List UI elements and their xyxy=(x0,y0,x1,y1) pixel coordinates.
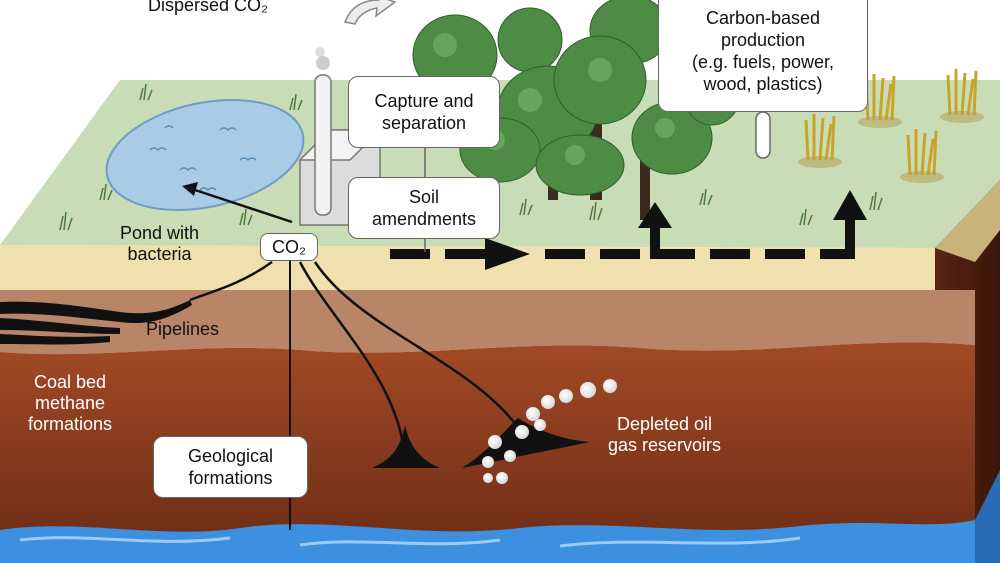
coal-bed-label: Coal bed methane formations xyxy=(28,372,113,434)
pond-label: Pond with bacteria xyxy=(120,223,200,264)
pipeline-line xyxy=(189,260,273,302)
pond-arrow-head xyxy=(182,182,198,196)
depleted-reservoirs-label: Depleted oil gas reservoirs xyxy=(608,414,722,455)
carbon-production-label: Carbon-based production (e.g. fuels, pow… xyxy=(691,8,835,94)
injection-head-1 xyxy=(372,425,440,468)
clay-layer xyxy=(0,290,975,355)
injection-line-2 xyxy=(313,261,522,431)
grass-tufts xyxy=(59,83,883,231)
soil-amendments-label: Soil amendments xyxy=(371,187,477,229)
geological-label: Geological formations xyxy=(187,446,274,488)
dispersed-arrow xyxy=(344,0,397,25)
groundwater-highlight xyxy=(19,536,801,548)
reed-bases xyxy=(798,111,984,183)
capture-separation-callout: Capture and separation xyxy=(348,76,500,148)
carbon-production-callout: Carbon-based production (e.g. fuels, pow… xyxy=(658,0,868,112)
groundwater-side xyxy=(975,470,1000,563)
gas-bubbles xyxy=(482,379,617,484)
co2-junction-callout: CO₂ xyxy=(260,233,318,261)
up-arrow-trees xyxy=(638,202,672,259)
pipelines-graphic xyxy=(0,300,192,345)
block-side-topsoil xyxy=(935,180,1000,262)
pipelines-label: Pipelines xyxy=(146,319,220,339)
capture-separation-label: Capture and separation xyxy=(374,91,474,133)
pond-ripples xyxy=(149,125,257,192)
soil-amendments-callout: Soil amendments xyxy=(348,177,500,239)
co2-label: CO₂ xyxy=(272,237,306,257)
pond-arrow-shaft xyxy=(194,188,293,224)
geological-callout: Geological formations xyxy=(153,436,308,498)
block-side-face xyxy=(935,180,1000,563)
up-arrow-production xyxy=(833,190,867,259)
soil-amendment-dashed-arrow xyxy=(390,238,850,270)
pond xyxy=(105,99,305,211)
dispersed-co2-label: Dispersed CO₂ xyxy=(148,0,269,15)
injection-head-2 xyxy=(462,418,590,468)
injection-line-1 xyxy=(298,261,407,461)
callout-production-stem xyxy=(755,111,771,159)
